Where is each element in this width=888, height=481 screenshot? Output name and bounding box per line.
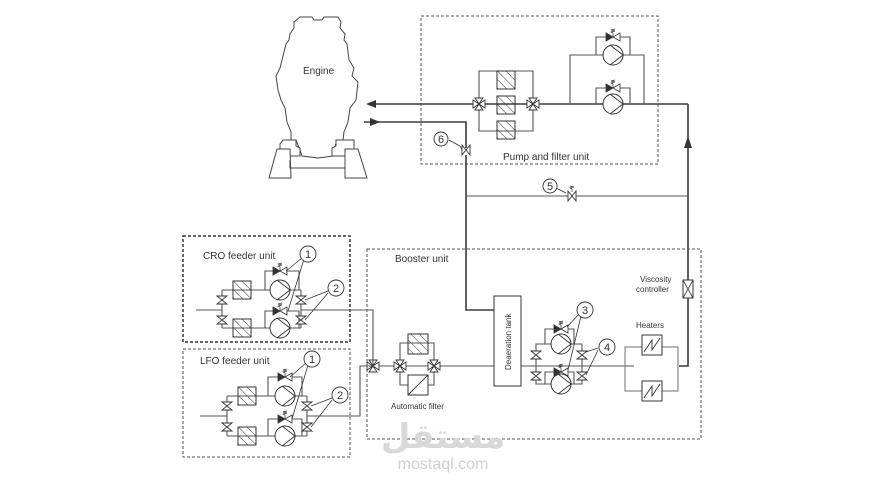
leader-line — [304, 290, 329, 321]
cro-feeder-unit-label: CRO feeder unit — [203, 251, 275, 262]
filter-icon — [232, 318, 252, 338]
engine: Engine — [268, 16, 368, 179]
valve-icon — [301, 422, 313, 432]
automatic-filter-label: Automatic filter — [391, 402, 444, 411]
engine-label: Engine — [303, 66, 335, 77]
valve-icon — [576, 350, 588, 360]
lfo-feeder-unit-box — [182, 348, 351, 458]
valve-icon — [216, 315, 228, 325]
cro-feeder-unit-box — [182, 235, 351, 343]
callout-5-text: 5 — [547, 181, 553, 193]
callout-1 — [303, 350, 321, 368]
valve-icon — [221, 422, 233, 432]
relief-valve-icon — [272, 302, 288, 316]
booster-pump-icon — [550, 333, 572, 355]
pump-icon — [602, 93, 624, 115]
relief-valve-icon — [277, 368, 293, 382]
valve-icon — [216, 295, 228, 305]
deaeration-tank — [493, 295, 522, 387]
relief-valve-icon — [272, 262, 288, 276]
three-way-valve-icon — [427, 359, 441, 373]
pump-icon — [274, 385, 296, 407]
three-way-valve-icon — [526, 97, 540, 111]
filter-bottom-icon — [496, 120, 516, 140]
viscosity-controller-label-1: Viscosity — [640, 275, 671, 284]
relief-valve-icon — [605, 79, 621, 93]
three-way-valve-icon — [472, 97, 486, 111]
callout-3-text: 3 — [582, 305, 588, 317]
riser-line — [679, 104, 689, 367]
booster-pump-icon — [550, 373, 572, 395]
pump-filter-unit-box — [420, 15, 659, 165]
booster-unit-label: Booster unit — [395, 254, 449, 265]
valve-icon — [530, 350, 542, 360]
filter-top-icon — [496, 70, 516, 90]
valve-icon — [301, 401, 313, 411]
leader-line — [555, 187, 567, 194]
leader-line — [285, 257, 305, 312]
arrow-up-icon — [684, 136, 692, 148]
callout-6 — [433, 131, 449, 147]
watermark-site: mostaql.com — [398, 456, 489, 473]
lfo-feeder-unit-label: LFO feeder unit — [200, 356, 270, 367]
heaters-label: Heaters — [636, 321, 664, 330]
filter-middle-icon — [496, 95, 516, 115]
callout-4-text: 4 — [604, 342, 610, 354]
watermark-arabic: مستقل — [381, 417, 505, 457]
viscosity-controller-label-2: controller — [636, 285, 669, 294]
filter-icon — [237, 386, 257, 406]
leader-line — [310, 397, 333, 428]
pump-icon — [602, 44, 624, 66]
return-to-deaeration-line — [465, 155, 494, 311]
filter-icon — [232, 280, 252, 300]
leader-line — [448, 139, 463, 151]
booster-unit-box — [366, 248, 702, 440]
valve-icon — [221, 401, 233, 411]
callout-5 — [542, 178, 558, 194]
engine-return-line — [364, 121, 467, 148]
callout-3 — [576, 301, 594, 319]
relief-valve-icon — [553, 320, 569, 334]
relief-valve-icon — [277, 410, 293, 424]
valve-icon — [530, 371, 542, 381]
callout-2 — [331, 386, 349, 404]
callout-2-text: 2 — [333, 283, 339, 295]
callout-2-text: 2 — [337, 390, 343, 402]
valve-5-icon — [567, 190, 577, 202]
leader-line — [566, 313, 582, 371]
arrow-to-engine-icon — [366, 100, 376, 108]
pump-filter-unit-label: Pump and filter unit — [503, 152, 589, 163]
callout-1 — [299, 245, 317, 263]
arrow-from-engine-icon — [370, 118, 380, 126]
filter-icon — [237, 426, 257, 446]
pump-icon — [269, 279, 291, 301]
callout-2 — [327, 279, 345, 297]
relief-valve-icon — [605, 28, 621, 42]
leader-line — [585, 347, 599, 376]
callout-6-text: 6 — [438, 134, 444, 146]
three-way-valve-icon — [393, 359, 407, 373]
pump-icon — [274, 425, 296, 447]
valve-icon — [295, 315, 307, 325]
pump-icon — [269, 317, 291, 339]
callout-1-text: 1 — [305, 249, 311, 261]
valve-icon — [576, 371, 588, 381]
deaeration-tank-label: Deaeration tank — [504, 313, 513, 370]
auto-filter-icon — [407, 333, 429, 355]
leader-line — [289, 362, 309, 420]
callout-4 — [598, 338, 616, 356]
callout-1-text: 1 — [309, 354, 315, 366]
valve-icon — [295, 295, 307, 305]
